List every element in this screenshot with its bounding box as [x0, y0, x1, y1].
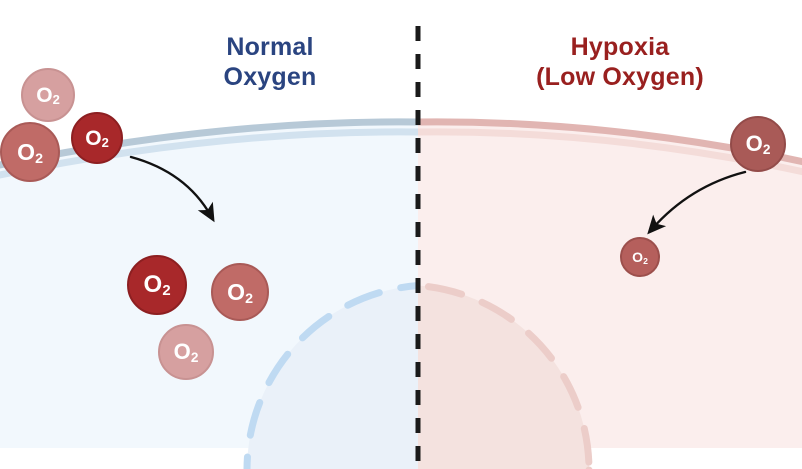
oxygen-label: O2 — [17, 138, 44, 167]
oxygen-molecule: O2 — [730, 116, 786, 172]
oxygen-subscript: 2 — [101, 135, 109, 151]
oxygen-symbol: O — [85, 126, 102, 150]
oxygen-molecule: O2 — [0, 122, 60, 182]
oxygen-label: O2 — [632, 249, 648, 266]
oxygen-molecule: O2 — [620, 237, 660, 277]
oxygen-symbol: O — [17, 138, 35, 165]
oxygen-label: O2 — [36, 83, 60, 108]
oxygen-molecule: O2 — [71, 112, 123, 164]
oxygen-molecule: O2 — [127, 255, 187, 315]
oxygen-subscript: 2 — [245, 290, 254, 307]
oxygen-symbol: O — [143, 271, 163, 298]
oxygen-label: O2 — [143, 271, 171, 300]
oxygen-symbol: O — [632, 249, 644, 265]
title-hypoxia-line2: (Low Oxygen) — [536, 62, 704, 91]
oxygen-molecule: O2 — [211, 263, 269, 321]
oxygen-subscript: 2 — [190, 350, 199, 365]
title-normal-line1: Normal — [226, 33, 314, 61]
panel-normal-oxygen — [0, 118, 418, 469]
arrow-diffusion-normal — [129, 155, 215, 223]
nucleus-fill-hypoxia — [418, 285, 589, 469]
arrow-diffusion-hypoxia — [647, 170, 747, 235]
nucleus-fill-normal — [247, 285, 418, 469]
oxygen-subscript: 2 — [52, 92, 60, 108]
oxygen-label: O2 — [85, 126, 109, 151]
title-hypoxia-line1: Hypoxia — [570, 33, 670, 61]
oxygen-subscript: 2 — [762, 142, 771, 157]
oxygen-symbol: O — [173, 339, 191, 364]
title-hypoxia: Hypoxia (Low Oxygen) — [500, 33, 740, 92]
oxygen-symbol: O — [745, 131, 763, 156]
oxygen-symbol: O — [227, 278, 245, 305]
oxygen-subscript: 2 — [35, 150, 44, 167]
oxygen-subscript: 2 — [162, 283, 171, 300]
oxygen-label: O2 — [227, 278, 254, 307]
oxygen-symbol: O — [36, 83, 53, 107]
membrane-inner-hypoxia — [418, 128, 802, 176]
oxygen-molecule: O2 — [21, 68, 75, 122]
title-normal-line2: Oxygen — [223, 62, 317, 91]
oxygen-subscript: 2 — [643, 255, 648, 266]
oxygen-label: O2 — [745, 131, 771, 157]
oxygen-molecule: O2 — [158, 324, 214, 380]
panel-hypoxia — [418, 118, 802, 469]
oxygen-label: O2 — [173, 339, 199, 365]
title-normal-oxygen: Normal Oxygen — [170, 33, 370, 92]
